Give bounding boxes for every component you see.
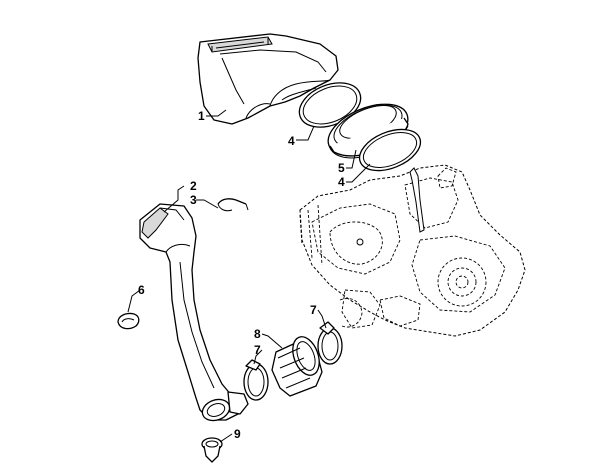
- inlet-tube-part-2: [139, 203, 249, 422]
- callout-7-left: 7: [254, 343, 261, 357]
- o-ring-lower-part-4: [358, 128, 422, 172]
- hose-clip-part-3: [217, 198, 249, 212]
- callout-8: 8: [254, 327, 261, 341]
- callout-3: 3: [190, 193, 197, 207]
- callout-4-upper: 4: [288, 134, 295, 148]
- intake-boot-part-5: [327, 103, 409, 159]
- callout-5: 5: [338, 161, 345, 175]
- engine-assembly: [299, 164, 526, 337]
- callout-6: 6: [138, 283, 145, 297]
- drain-valve-part-9: [201, 437, 223, 463]
- callout-1: 1: [198, 109, 205, 123]
- hose-clamp-right-part-7: [317, 321, 343, 365]
- coupler-sleeve-part-8: [271, 336, 323, 397]
- callout-7-right: 7: [310, 303, 317, 317]
- callout-4-lower: 4: [338, 175, 345, 189]
- callout-9: 9: [234, 427, 241, 441]
- callout-2: 2: [190, 179, 197, 193]
- leader-lines: [127, 109, 371, 443]
- intake-duct-part-1: [197, 33, 339, 125]
- hose-clamp-left-part-7: [243, 359, 269, 401]
- clamp-ring-part-6: [117, 312, 140, 330]
- o-ring-upper-part-4: [298, 82, 362, 128]
